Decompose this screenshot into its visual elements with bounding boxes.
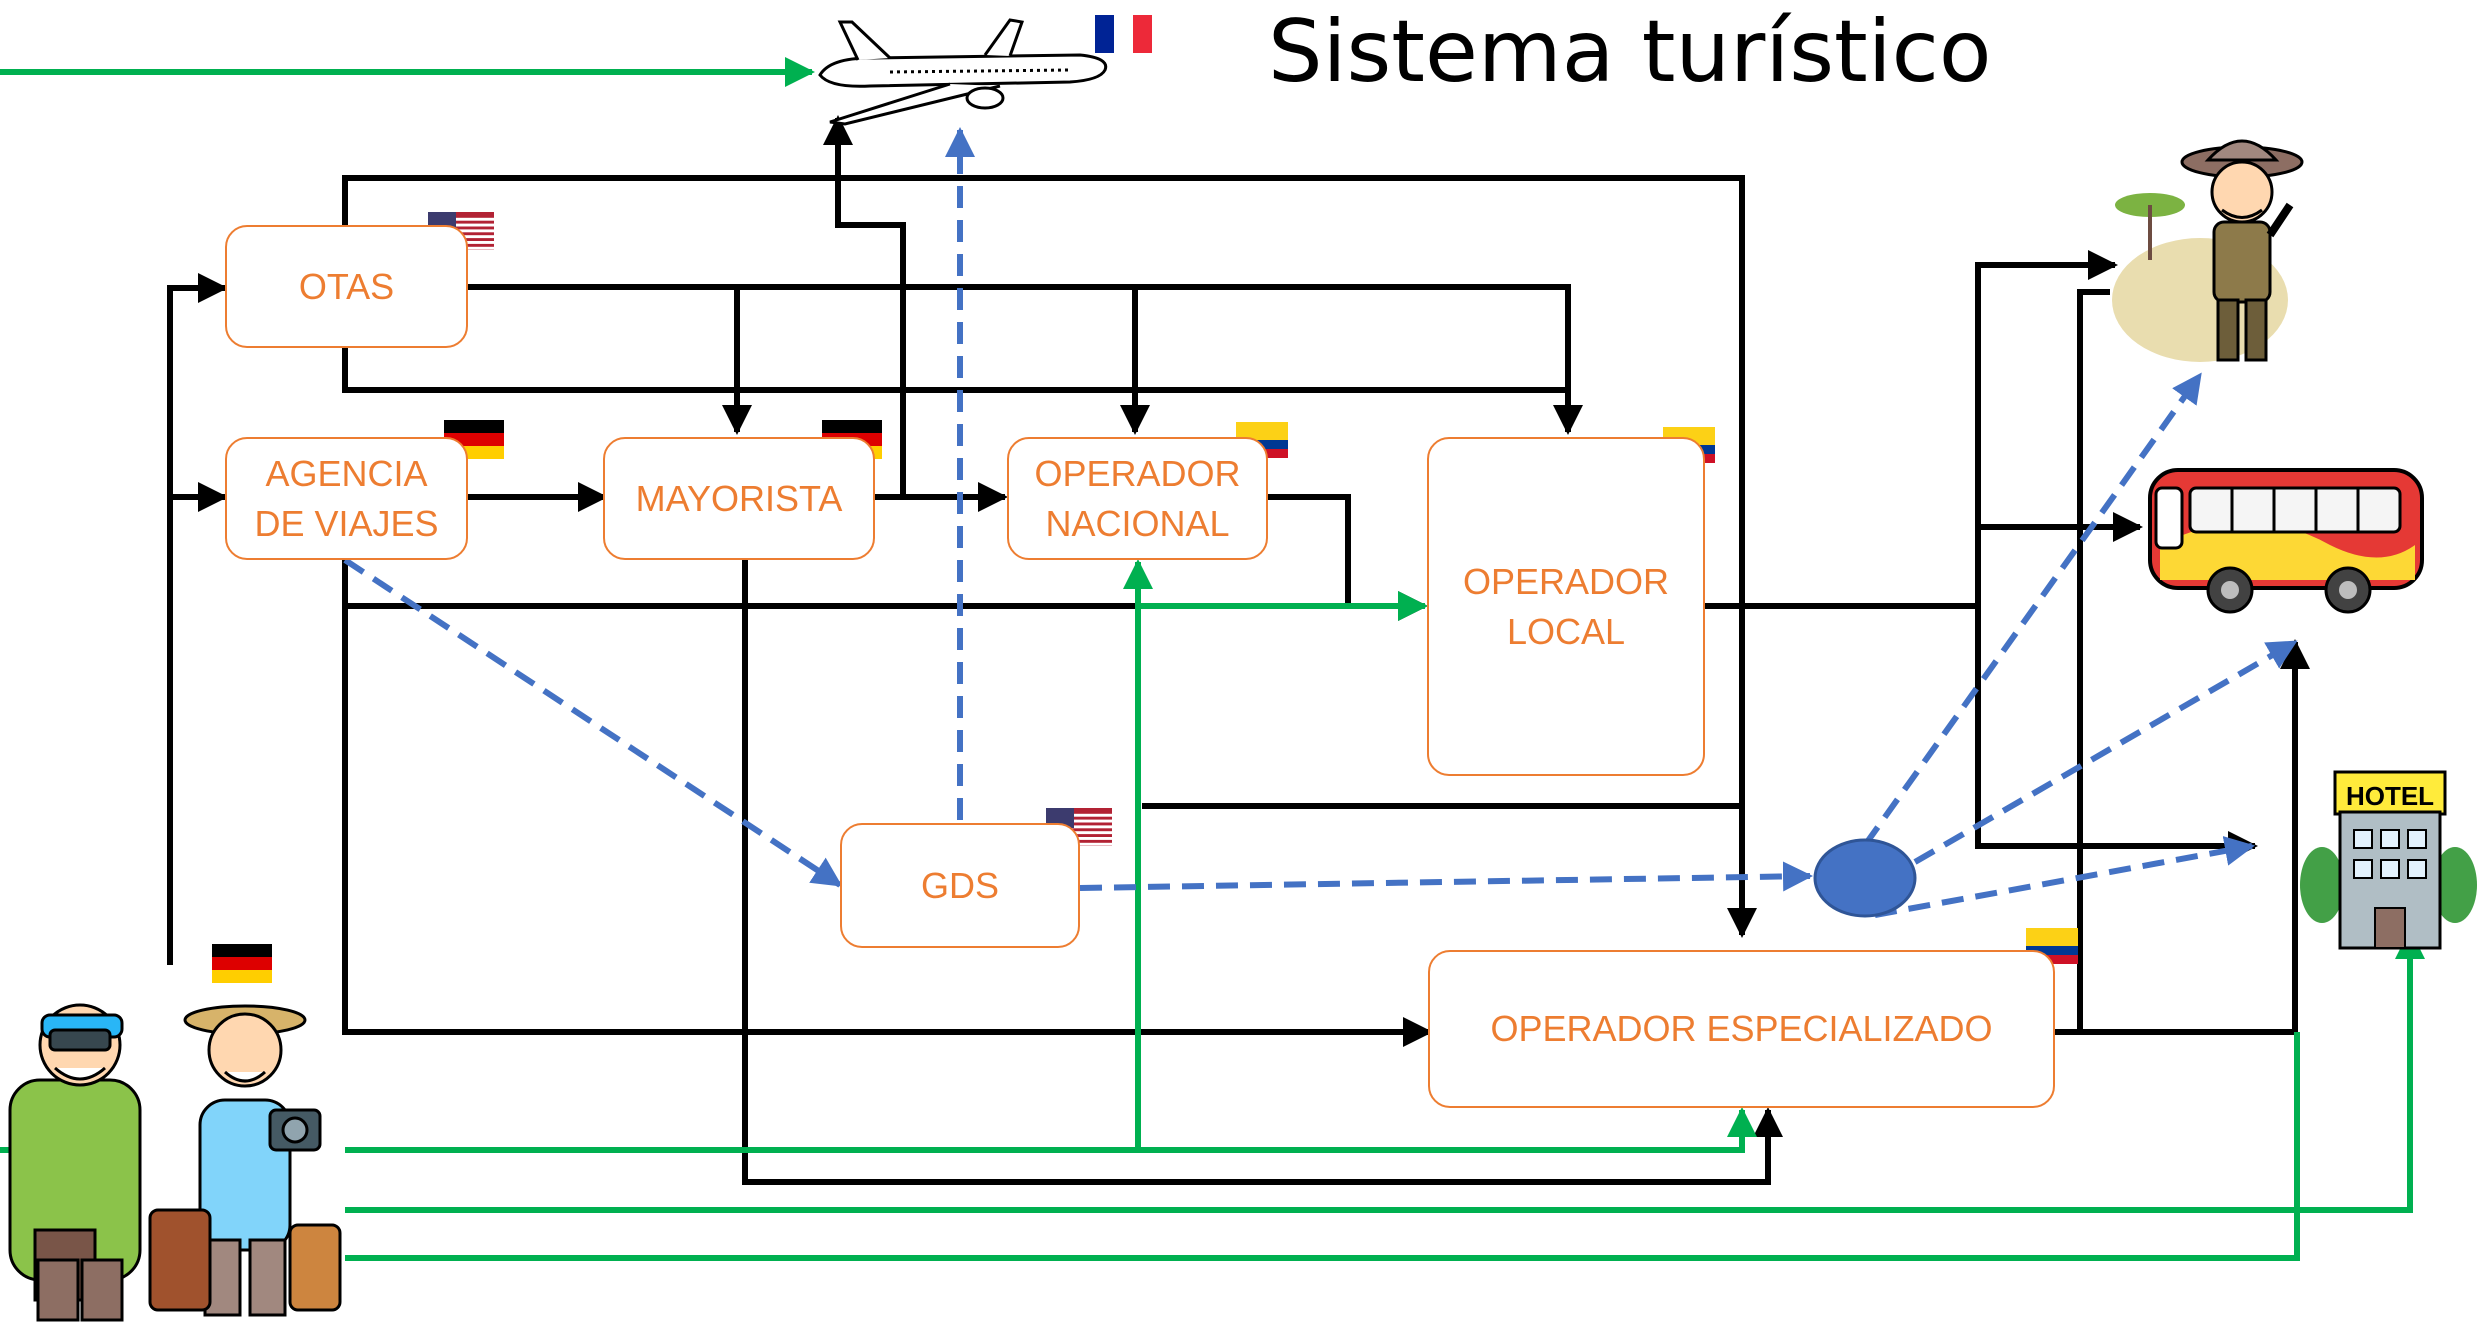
connector-nacional-local <box>1268 494 1428 621</box>
node-operador-local-label: OPERADOR LOCAL <box>1462 560 1670 652</box>
blue-dashed-connectors <box>343 127 2298 918</box>
node-operador-especializado: OPERADOR ESPECIALIZADO <box>1428 950 2055 1108</box>
guide-icon <box>2112 139 2304 362</box>
flag-germany-icon <box>212 944 272 983</box>
green-tourist-especializado <box>345 1107 1757 1153</box>
node-mayorista-label: MAYORISTA <box>635 477 843 519</box>
node-operador-nacional-label: OPERADOR NACIONAL <box>1034 452 1241 544</box>
airplane-icon <box>818 18 1108 126</box>
node-otas: OTAS <box>225 225 468 348</box>
node-operador-nacional: OPERADOR NACIONAL <box>1007 437 1268 560</box>
flag-france-icon <box>1095 15 1152 53</box>
node-gds: GDS <box>840 823 1080 948</box>
node-mayorista: MAYORISTA <box>603 437 875 560</box>
hotel-icon: HOTEL <box>2300 770 2477 950</box>
dashed-gds-hub <box>1079 861 1813 892</box>
node-operador-especializado-label: OPERADOR ESPECIALIZADO <box>1490 1008 1993 1049</box>
distribution-hub <box>1813 838 1917 918</box>
page-title: Sistema turístico <box>1268 2 1992 102</box>
connector-mayorista-down <box>742 560 1783 1185</box>
green-tourist-hotel <box>345 929 2425 1213</box>
tourists-icon <box>8 1003 342 1322</box>
node-agencia-label: AGENCIA DE VIAJES <box>254 452 439 544</box>
connector-dist-vertical <box>1975 250 2118 606</box>
connector-agencia-down <box>342 560 1433 1047</box>
connector-dist-hotel <box>1975 606 2258 861</box>
connector-tourist-up <box>167 273 228 965</box>
dashed-hub-guide <box>1862 372 2203 847</box>
bus-icon <box>2148 468 2424 614</box>
hotel-sign-text: HOTEL <box>2346 781 2434 811</box>
dashed-hub-bus <box>1913 639 2298 865</box>
connector-otas-right <box>468 284 1583 435</box>
dashed-hub-hotel <box>1874 836 2255 918</box>
dashed-agencia-gds <box>343 557 843 888</box>
green-tourist-bottom <box>345 1032 2300 1261</box>
node-gds-label: GDS <box>920 864 999 906</box>
flag-colombia-icon <box>2026 928 2078 964</box>
node-operador-local: OPERADOR LOCAL <box>1427 437 1705 776</box>
connector-mayorista-plane <box>823 115 906 497</box>
connector-otas-bottom <box>342 340 1568 393</box>
node-otas-label: OTAS <box>298 265 395 307</box>
connector-esp-up <box>2077 289 2110 1032</box>
connector-esp-right <box>2055 639 2310 1035</box>
node-agencia-de-viajes: AGENCIA DE VIAJES <box>225 437 468 560</box>
